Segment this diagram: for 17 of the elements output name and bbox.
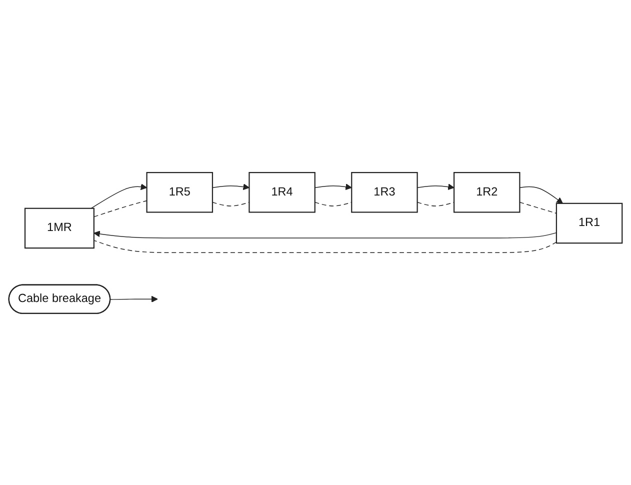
arrow: [519, 186, 563, 204]
arrow: [110, 295, 158, 302]
node-box: [248, 172, 316, 212]
node-box: [24, 207, 94, 248]
connector: [519, 201, 557, 214]
connector: [94, 240, 557, 253]
arrow: [90, 183, 148, 208]
arrow: [94, 230, 557, 238]
node-box: [146, 172, 214, 212]
connector: [416, 201, 454, 206]
arrow: [314, 183, 352, 190]
connector: [94, 200, 148, 217]
node-box: [351, 172, 418, 212]
node-box: [454, 172, 520, 212]
arrow: [212, 183, 250, 190]
node-box: [556, 202, 623, 244]
arrow: [416, 183, 454, 190]
